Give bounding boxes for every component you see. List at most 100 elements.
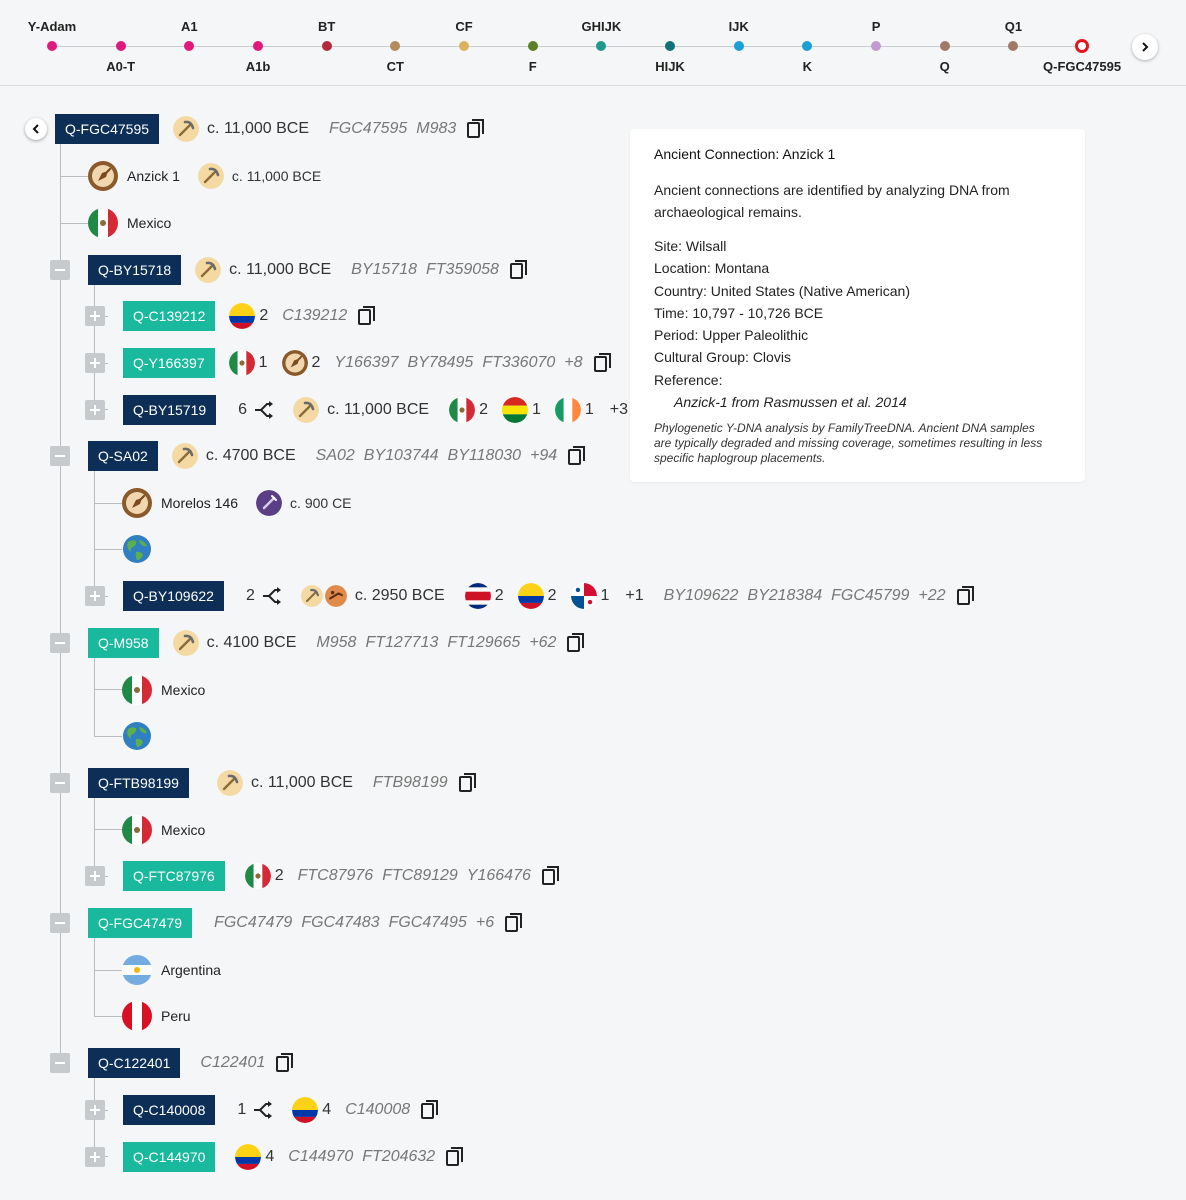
- timeline-label[interactable]: K: [802, 59, 813, 74]
- ancient-sample-row[interactable]: Anzick 1 c. 11,000 BCE: [88, 161, 341, 191]
- copy-icon[interactable]: [568, 446, 586, 466]
- panel-description: Ancient connections are identified by an…: [654, 182, 1010, 220]
- haplogroup-badge[interactable]: Q-FTB98199: [88, 768, 189, 798]
- haplogroup-badge[interactable]: Q-FGC47595: [55, 114, 160, 144]
- collapse-toggle[interactable]: [50, 633, 70, 653]
- haplogroup-badge[interactable]: Q-BY15719: [123, 395, 217, 425]
- timeline-label[interactable]: A1: [181, 19, 198, 34]
- collapse-toggle[interactable]: [50, 1053, 70, 1073]
- timeline-label[interactable]: Q-FGC47595: [1043, 59, 1122, 74]
- colombia-flag-icon: [518, 583, 544, 609]
- tree-row-by15719: Q-BY15719 6 c. 11,000 BCE 2 1 1 +3: [85, 395, 642, 425]
- more-countries[interactable]: +1: [625, 587, 644, 604]
- copy-icon[interactable]: [957, 586, 975, 606]
- timeline-dot[interactable]: [115, 41, 126, 51]
- age-estimate: c. 11,000 BCE: [250, 774, 353, 791]
- mexico-flag-icon: [122, 815, 152, 845]
- copy-icon[interactable]: [446, 1147, 464, 1167]
- copy-icon[interactable]: [510, 260, 528, 280]
- copy-icon[interactable]: [358, 306, 376, 326]
- haplogroup-badge[interactable]: Q-BY15718: [88, 255, 182, 285]
- country-name: Mexico: [161, 822, 206, 838]
- haplogroup-badge[interactable]: Q-C122401: [88, 1048, 181, 1078]
- timeline-label[interactable]: A0-T: [106, 59, 136, 74]
- collapse-toggle[interactable]: [50, 260, 70, 280]
- ancient-sample-row[interactable]: Morelos 146 c. 900 CE: [122, 488, 372, 518]
- more-countries[interactable]: +3: [609, 401, 629, 418]
- pickaxe-icon: [301, 585, 323, 607]
- copy-icon[interactable]: [276, 1053, 294, 1073]
- timeline-label[interactable]: P: [871, 19, 881, 34]
- branch-icon: [261, 587, 283, 605]
- timeline-label[interactable]: BT: [318, 19, 336, 34]
- timeline-dot[interactable]: [390, 41, 401, 51]
- haplogroup-badge[interactable]: Q-FTC87976: [123, 861, 225, 891]
- copy-icon[interactable]: [459, 773, 477, 793]
- timeline-dot[interactable]: [321, 41, 332, 51]
- age-estimate: c. 11,000 BCE: [327, 401, 430, 418]
- timeline-dot[interactable]: [527, 41, 538, 51]
- expand-toggle[interactable]: [85, 353, 105, 373]
- country-row: Mexico: [122, 815, 215, 845]
- expand-toggle[interactable]: [85, 306, 105, 326]
- haplogroup-badge[interactable]: Q-C144970: [123, 1142, 216, 1172]
- haplogroup-badge[interactable]: Q-C140008: [123, 1095, 216, 1125]
- panel-reference-label: Reference:: [654, 371, 723, 388]
- timeline-dot[interactable]: [1008, 41, 1019, 51]
- timeline-dot[interactable]: [733, 41, 744, 51]
- haplogroup-badge[interactable]: Q-SA02: [88, 441, 158, 471]
- timeline-label[interactable]: Q: [939, 59, 950, 74]
- copy-icon[interactable]: [542, 866, 560, 886]
- timeline-dot[interactable]: [871, 41, 882, 51]
- haplogroup-badge[interactable]: Q-Y166397: [123, 348, 215, 378]
- collapse-toggle[interactable]: [50, 913, 70, 933]
- timeline-label[interactable]: HIJK: [655, 59, 685, 74]
- expand-toggle[interactable]: [85, 1100, 105, 1120]
- timeline-dot[interactable]: [459, 41, 470, 51]
- expand-toggle[interactable]: [85, 586, 105, 606]
- timeline-label[interactable]: IJK: [728, 19, 749, 34]
- timeline-next-button[interactable]: [1132, 34, 1158, 60]
- country-count: 4: [322, 1101, 332, 1118]
- timeline-dot[interactable]: [802, 41, 813, 51]
- copy-icon[interactable]: [421, 1100, 439, 1120]
- back-button[interactable]: [25, 118, 47, 140]
- copy-icon[interactable]: [467, 119, 485, 139]
- expand-toggle[interactable]: [85, 866, 105, 886]
- timeline-current-marker[interactable]: [1075, 39, 1090, 53]
- timeline-dot[interactable]: [596, 41, 607, 51]
- haplogroup-badge[interactable]: Q-FGC47479: [88, 908, 193, 938]
- copy-icon[interactable]: [567, 633, 585, 653]
- expand-toggle[interactable]: [85, 1147, 105, 1167]
- age-estimate: c. 900 CE: [290, 495, 352, 511]
- timeline-label[interactable]: Y-Adam: [27, 19, 77, 34]
- collapse-toggle[interactable]: [50, 773, 70, 793]
- age-estimate: c. 11,000 BCE: [231, 168, 322, 184]
- ancient-sample-name: Morelos 146: [161, 495, 239, 511]
- timeline-label[interactable]: CT: [386, 59, 405, 74]
- timeline-dot[interactable]: [47, 41, 57, 51]
- haplogroup-badge[interactable]: Q-C139212: [123, 301, 216, 331]
- timeline-label[interactable]: Q1: [1004, 19, 1023, 34]
- timeline-dot[interactable]: [184, 41, 195, 51]
- timeline-dot[interactable]: [939, 41, 950, 51]
- timeline-label[interactable]: CF: [455, 19, 473, 34]
- panel-reference: Anzick-1 from Rasmussen et al. 2014: [674, 394, 907, 411]
- snp-name: M958: [316, 634, 357, 651]
- panel-country: Country: United States (Native American): [654, 282, 910, 299]
- timeline-dot[interactable]: [253, 41, 263, 51]
- timeline-label[interactable]: A1b: [245, 59, 271, 74]
- peru-flag-icon: [122, 1001, 152, 1031]
- timeline-dot[interactable]: [665, 41, 676, 51]
- timeline-label[interactable]: F: [528, 59, 537, 74]
- copy-icon[interactable]: [505, 913, 523, 933]
- haplogroup-badge[interactable]: Q-M958: [88, 628, 159, 658]
- expand-toggle[interactable]: [85, 400, 105, 420]
- snp-name: FT129665: [447, 634, 521, 651]
- branch-icon: [252, 1101, 274, 1119]
- mexico-flag-icon: [449, 397, 475, 423]
- collapse-toggle[interactable]: [50, 446, 70, 466]
- copy-icon[interactable]: [594, 353, 612, 373]
- haplogroup-badge[interactable]: Q-BY109622: [123, 581, 224, 611]
- timeline-label[interactable]: GHIJK: [581, 19, 622, 34]
